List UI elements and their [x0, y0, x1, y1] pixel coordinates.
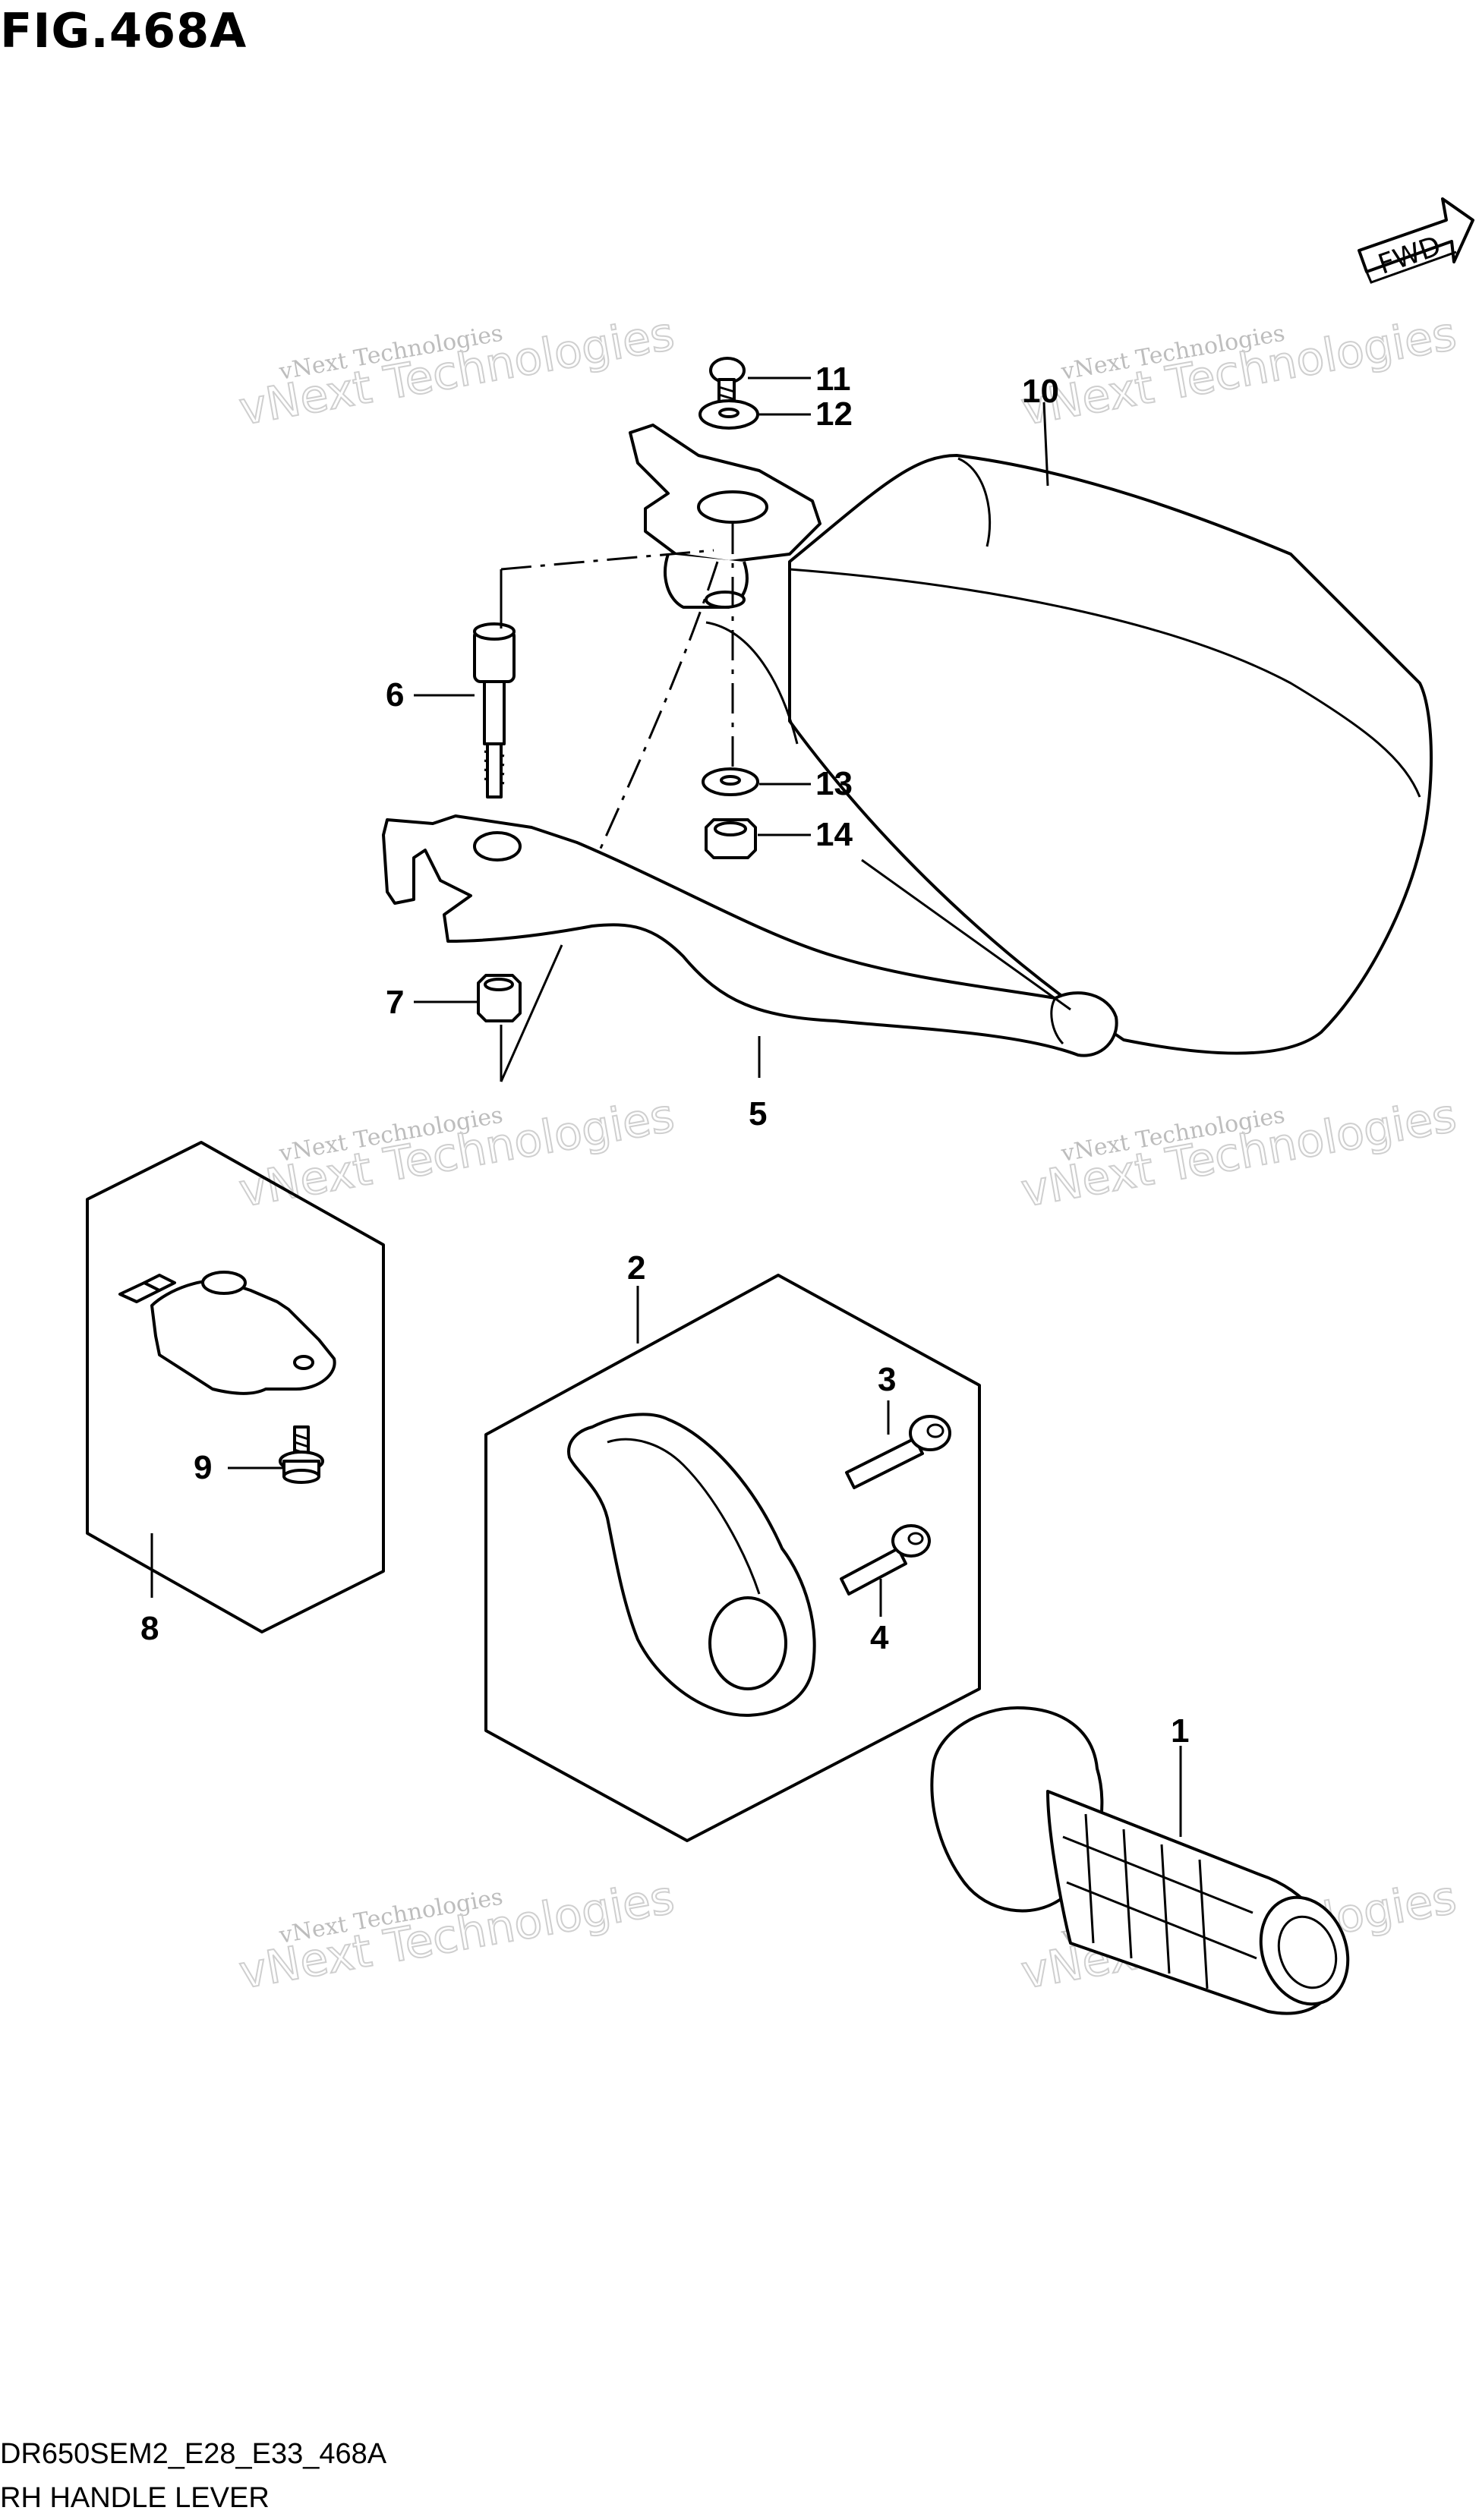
part-labels: 11 12 10 6 13 14 7 5 2 3 4 1 8 9 — [140, 361, 1189, 1750]
figure-code: DR650SEM2_E28_E33_468A — [0, 2438, 387, 2470]
part-label-10: 10 — [1022, 373, 1059, 410]
throttle-housing-box[interactable] — [484, 1274, 981, 1842]
washer-12-part[interactable] — [699, 399, 759, 430]
part-label-9: 9 — [194, 1449, 212, 1486]
watermark-text: vNext Technologies — [235, 1871, 678, 2000]
bolt-6-part[interactable] — [473, 622, 516, 799]
watermark: vNext Technologies vNext Technologies — [1017, 1088, 1461, 1219]
part-label-11: 11 — [815, 361, 851, 398]
watermark: vNext Technologies vNext Technologies — [235, 307, 679, 437]
figure-description: RH HANDLE LEVER — [0, 2482, 270, 2514]
part-label-2: 2 — [627, 1249, 645, 1287]
fwd-arrow-icon: FWD — [1358, 197, 1474, 284]
assembly-lines — [500, 524, 734, 1082]
watermark-text: vNext Technologies — [235, 307, 678, 436]
switch-kit-box[interactable] — [86, 1141, 385, 1633]
screw-9-part[interactable] — [279, 1425, 324, 1484]
screw-3-part[interactable] — [845, 1415, 951, 1489]
nut-14-part[interactable] — [705, 818, 757, 859]
nut-7-part[interactable] — [477, 974, 522, 1022]
part-label-1: 1 — [1171, 1712, 1189, 1750]
hand-guard-part[interactable] — [788, 454, 1433, 1055]
throttle-grip-part[interactable] — [930, 1706, 1362, 2016]
figure-title: FIG.468A — [0, 3, 248, 58]
watermark-text: vNext Technologies — [1017, 1089, 1460, 1218]
leader-lines — [150, 376, 1182, 1837]
part-label-4: 4 — [870, 1619, 889, 1656]
part-label-8: 8 — [140, 1610, 159, 1647]
watermark: vNext Technologies vNext Technologies — [1017, 307, 1461, 437]
part-label-14: 14 — [815, 816, 853, 853]
part-label-13: 13 — [815, 765, 853, 802]
washer-13-part[interactable] — [702, 767, 759, 796]
part-label-7: 7 — [386, 984, 404, 1021]
clamp-bracket-part[interactable] — [629, 424, 821, 745]
part-label-12: 12 — [815, 395, 853, 433]
watermark-text: vNext Technologies — [1017, 307, 1460, 436]
part-label-3: 3 — [878, 1361, 896, 1398]
watermark: vNext Technologies vNext Technologies — [235, 1870, 679, 2001]
part-label-6: 6 — [386, 676, 404, 713]
part-label-5: 5 — [749, 1095, 767, 1132]
screw-4-part[interactable] — [840, 1524, 931, 1595]
brake-lever-part[interactable] — [382, 814, 1118, 1057]
